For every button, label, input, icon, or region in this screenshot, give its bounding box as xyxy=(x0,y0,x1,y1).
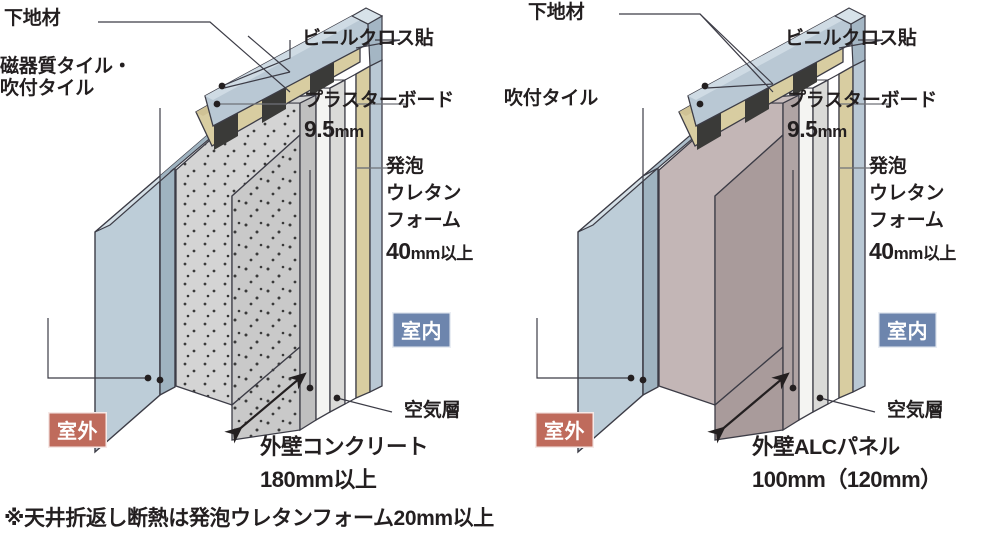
ur-thickness-value-right: 40 xyxy=(869,238,894,264)
caption-alc-wall: 外壁ALCパネル 100mm（120mm） xyxy=(752,430,942,494)
label-urethane-thickness-right: 40mm以上 xyxy=(869,238,956,265)
ur-thickness-value-left: 40 xyxy=(386,238,411,264)
concrete-wall-drawing xyxy=(47,7,408,454)
ur-thickness-rest-left: mm以上 xyxy=(410,244,474,263)
pb-thickness-unit-left: mm xyxy=(334,122,364,141)
badge-outdoor-right: 室外 xyxy=(535,412,594,448)
ur-thickness-rest-right: mm以上 xyxy=(893,244,957,263)
alc-wall-drawing xyxy=(536,7,891,454)
leader-lines-left xyxy=(47,21,393,413)
caption-alc-line2: 100mm（120mm） xyxy=(752,467,942,492)
layer-exterior-tile-alc xyxy=(577,99,739,454)
label-air-layer-left: 空気層 xyxy=(404,400,461,421)
caption-concrete-line2: 180mm以上 xyxy=(260,467,377,492)
badge-indoor-right: 室内 xyxy=(878,312,937,348)
label-exterior-finish-left: 磁器質タイル・ 吹付タイル xyxy=(0,56,132,100)
label-substrate-left: 下地材 xyxy=(4,8,61,29)
caption-alc-line1: 外壁ALCパネル xyxy=(752,435,900,459)
leader-lines-right xyxy=(536,13,876,413)
label-plaster-board-thickness-right: 9.5mm xyxy=(787,116,847,143)
label-plaster-board-right: プラスターボード xyxy=(787,90,938,111)
label-urethane-l2-right: ウレタン xyxy=(869,183,945,204)
label-plaster-board-left: プラスターボード xyxy=(304,90,455,111)
pb-thickness-unit-right: mm xyxy=(817,122,847,141)
concrete-thickness-arrow xyxy=(224,372,307,444)
badge-indoor-left: 室内 xyxy=(392,312,451,348)
footnote: ※天井折返し断熱は発泡ウレタンフォーム20mm以上 xyxy=(4,507,494,530)
layer-vinyl-cloth-alc xyxy=(687,7,867,394)
label-urethane-l1-right: 発泡 xyxy=(869,156,907,177)
caption-concrete-wall: 外壁コンクリート 180mm以上 xyxy=(260,430,429,494)
label-plaster-board-thickness-left: 9.5mm xyxy=(304,116,364,143)
caption-concrete-line1: 外壁コンクリート xyxy=(260,435,429,459)
label-vinyl-cloth-left: ビニルクロス貼 xyxy=(302,28,434,49)
label-urethane-thickness-left: 40mm以上 xyxy=(386,238,473,265)
label-substrate-right: 下地材 xyxy=(528,2,585,23)
label-urethane-l3-left: フォーム xyxy=(386,210,461,231)
alc-thickness-arrow xyxy=(707,372,790,444)
pb-thickness-value-left: 9.5 xyxy=(304,116,335,142)
layer-vinyl-cloth xyxy=(204,7,384,394)
label-air-layer-right: 空気層 xyxy=(887,400,944,421)
pb-thickness-value-right: 9.5 xyxy=(787,116,818,142)
label-exterior-finish-right: 吹付タイル xyxy=(504,88,599,109)
badge-outdoor-left: 室外 xyxy=(48,412,107,448)
label-vinyl-cloth-right: ビニルクロス貼 xyxy=(785,28,917,49)
label-urethane-l2-left: ウレタン xyxy=(386,183,462,204)
label-urethane-l3-right: フォーム xyxy=(869,210,944,231)
label-urethane-l1-left: 発泡 xyxy=(386,156,424,177)
